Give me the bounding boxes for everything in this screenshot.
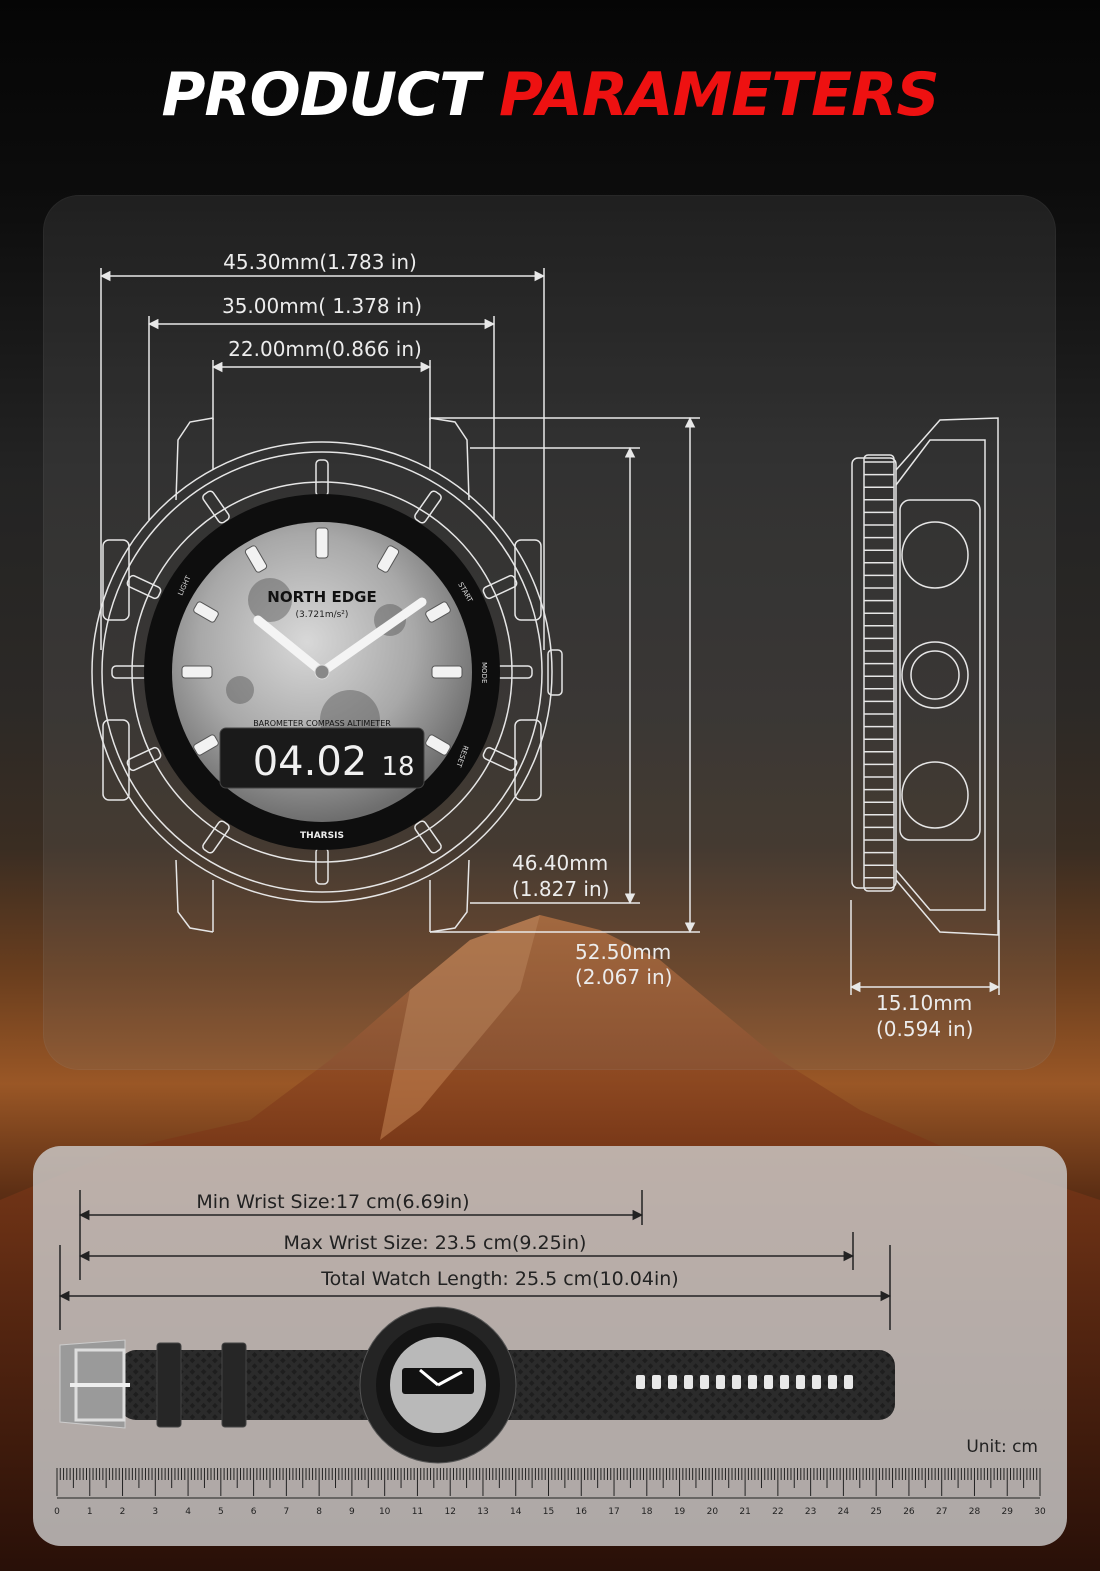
ruler-label: 28 [969, 1507, 981, 1517]
unit-label: Unit: cm [966, 1437, 1038, 1457]
ruler-label: 23 [805, 1507, 816, 1517]
page-title: PRODUCT PARAMETERS [0, 60, 1100, 130]
strap-width-label: 22.00mm(0.866 in) [228, 337, 422, 361]
digital-seconds: 18 [381, 752, 414, 782]
ruler-label: 1 [87, 1507, 93, 1517]
mode-label: MODE [480, 662, 488, 683]
brand-label: NORTH EDGE [267, 588, 376, 606]
strap-hole [668, 1375, 677, 1389]
case-height-in-label: (1.827 in) [512, 877, 609, 901]
strap-hole [748, 1375, 757, 1389]
ruler-label: 8 [316, 1507, 322, 1517]
ruler-label: 30 [1034, 1507, 1046, 1517]
total-length-label: Total Watch Length: 25.5 cm(10.04in) [320, 1268, 678, 1290]
functions-label: BAROMETER COMPASS ALTIMETER [253, 719, 391, 728]
ruler-label: 24 [838, 1507, 850, 1517]
title-part-1: PRODUCT [161, 60, 480, 130]
ruler-label: 5 [218, 1507, 224, 1517]
strap-hole [796, 1375, 805, 1389]
ruler-label: 21 [739, 1507, 750, 1517]
ruler-label: 25 [870, 1507, 881, 1517]
ruler-label: 9 [349, 1507, 355, 1517]
thickness-in-label: (0.594 in) [876, 1017, 973, 1041]
ruler-label: 6 [251, 1507, 257, 1517]
ruler-label: 10 [379, 1507, 391, 1517]
case-width-label: 35.00mm( 1.378 in) [222, 294, 422, 318]
ruler-label: 11 [412, 1507, 423, 1517]
ruler-label: 19 [674, 1507, 686, 1517]
ruler-label: 7 [283, 1507, 289, 1517]
strap-hole [844, 1375, 853, 1389]
title-part-2: PARAMETERS [499, 60, 940, 130]
strap-hole [812, 1375, 821, 1389]
ruler-label: 2 [120, 1507, 126, 1517]
ruler-label: 15 [543, 1507, 554, 1517]
ruler-label: 16 [576, 1507, 588, 1517]
strap-hole [652, 1375, 661, 1389]
ruler-label: 18 [641, 1507, 653, 1517]
case-height-mm-label: 46.40mm [512, 851, 608, 875]
ruler-label: 17 [608, 1507, 619, 1517]
min-wrist-label: Min Wrist Size:17 cm(6.69in) [196, 1191, 469, 1213]
ruler-label: 29 [1002, 1507, 1014, 1517]
strap-hole [764, 1375, 773, 1389]
ruler-label: 0 [54, 1507, 60, 1517]
ruler-label: 13 [477, 1507, 488, 1517]
watch-strap [59, 1306, 895, 1464]
lug-height-in-label: (2.067 in) [575, 965, 672, 989]
ruler-label: 22 [772, 1507, 783, 1517]
model-label: THARSIS [300, 831, 344, 841]
strap-hole [636, 1375, 645, 1389]
strap-hole [684, 1375, 693, 1389]
digital-time: 04.02 [253, 739, 368, 785]
gravity-label: (3.721m/s²) [296, 610, 349, 620]
ruler-label: 3 [152, 1507, 158, 1517]
watch-side-outline [851, 417, 999, 936]
ruler-label: 14 [510, 1507, 522, 1517]
strap-hole [732, 1375, 741, 1389]
thickness-mm-label: 15.10mm [876, 991, 972, 1015]
strap-hole [780, 1375, 789, 1389]
ruler-label: 12 [444, 1507, 455, 1517]
strap-hole [828, 1375, 837, 1389]
outer-width-label: 45.30mm(1.783 in) [223, 250, 417, 274]
strap-hole [716, 1375, 725, 1389]
lug-height-mm-label: 52.50mm [575, 940, 671, 964]
ruler-label: 26 [903, 1507, 915, 1517]
ruler-label: 27 [936, 1507, 947, 1517]
strap-hole [700, 1375, 709, 1389]
watch-dial: NORTH EDGE (3.721m/s²) BAROMETER COMPASS… [144, 494, 500, 850]
ruler-label: 20 [707, 1507, 719, 1517]
watch-front-outline [91, 417, 563, 933]
ruler-label: 4 [185, 1507, 191, 1517]
max-wrist-label: Max Wrist Size: 23.5 cm(9.25in) [284, 1232, 587, 1254]
